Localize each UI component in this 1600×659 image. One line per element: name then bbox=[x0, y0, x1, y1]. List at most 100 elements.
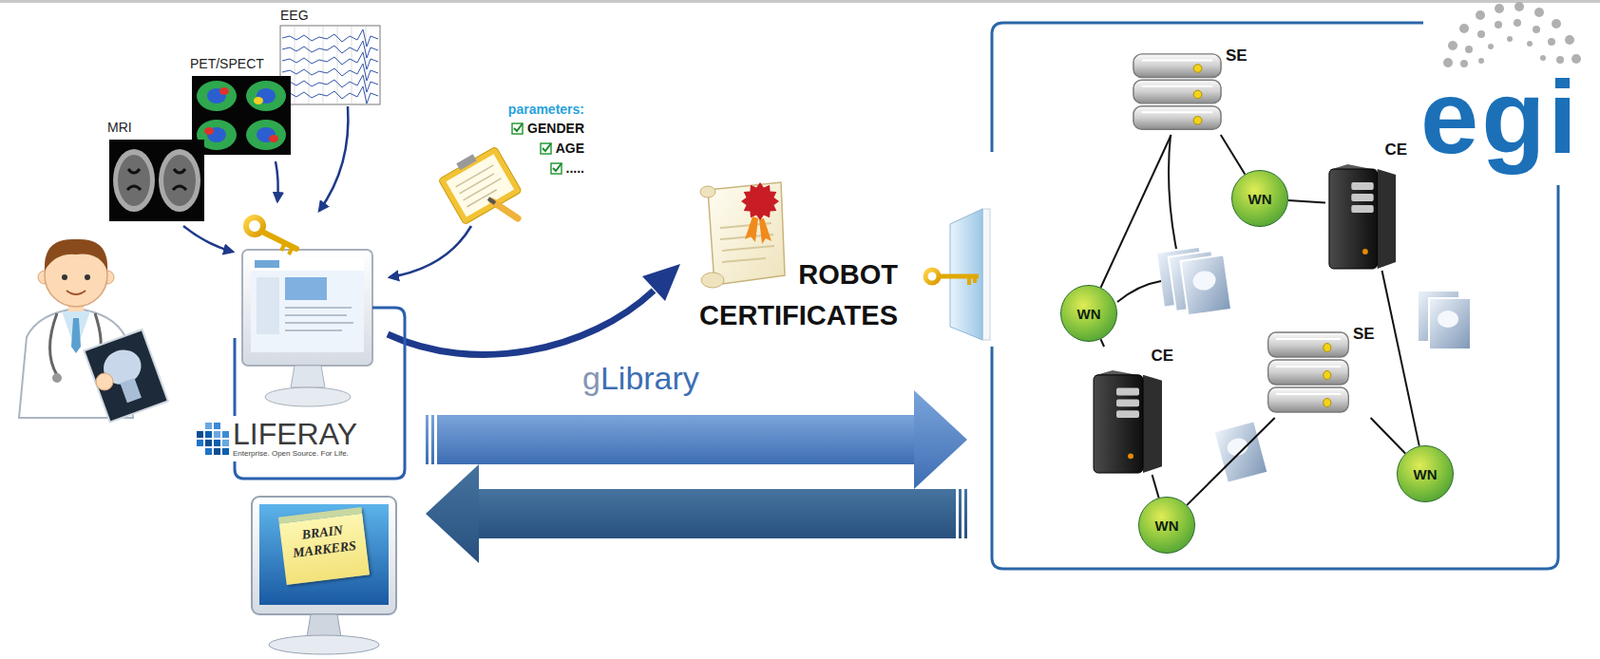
tower-icon bbox=[1325, 161, 1400, 271]
worker-node: WN bbox=[1231, 170, 1289, 228]
logo-square bbox=[213, 439, 221, 447]
certificate-scroll bbox=[700, 182, 785, 288]
drive-bay bbox=[1351, 205, 1373, 213]
status-light bbox=[1323, 399, 1332, 408]
connector-line bbox=[1220, 134, 1245, 174]
node-text: Enterprise. Open Source. For Life. bbox=[232, 449, 358, 459]
connector-line bbox=[1186, 418, 1275, 506]
monitor-neck bbox=[306, 614, 342, 638]
arrow-shaft bbox=[437, 415, 915, 465]
status-light bbox=[1193, 116, 1202, 125]
mri-scan bbox=[109, 139, 205, 222]
storage-element: SE bbox=[1130, 42, 1255, 135]
arrow-head bbox=[425, 464, 479, 564]
key-icon bbox=[246, 217, 297, 255]
checkbox-tick bbox=[552, 163, 562, 172]
grid-link bbox=[1382, 270, 1420, 447]
label-text: ROBOT CERTIFICATES bbox=[685, 254, 898, 337]
status-light bbox=[1323, 371, 1332, 381]
grid-link bbox=[1288, 200, 1326, 204]
server-icon bbox=[1265, 330, 1352, 417]
label-text: PET/SPECT bbox=[190, 56, 265, 72]
slab-edge bbox=[1276, 365, 1341, 368]
checkbox-frame bbox=[540, 143, 552, 154]
logo-square bbox=[213, 431, 221, 439]
connector-line bbox=[1101, 134, 1172, 288]
certificate-arrow bbox=[387, 290, 654, 355]
label-text: gLibrary bbox=[582, 359, 700, 398]
arrow-tail-bar bbox=[425, 415, 429, 465]
node-text: WN bbox=[1248, 190, 1273, 208]
monitor-base bbox=[268, 635, 380, 655]
liferay-logo: LIFERAYEnterprise. Open Source. For Life… bbox=[193, 416, 361, 462]
slab-edge bbox=[1276, 393, 1341, 396]
parameter-text: GENDER bbox=[527, 119, 585, 137]
status-light bbox=[1323, 343, 1332, 353]
portal-box: LIFERAYEnterprise. Open Source. For Life… bbox=[190, 305, 409, 483]
grid-wires bbox=[1117, 134, 1177, 303]
status-light bbox=[1193, 90, 1202, 99]
power-light bbox=[1362, 248, 1369, 255]
certificate-arrowhead bbox=[642, 264, 681, 302]
checkbox-icon bbox=[511, 122, 524, 135]
worker-node: WN bbox=[1396, 445, 1454, 503]
logo-square bbox=[213, 422, 221, 430]
key-icon bbox=[925, 269, 979, 286]
label-text: EEG bbox=[280, 7, 309, 23]
tower-side bbox=[1377, 169, 1397, 269]
logo-square bbox=[196, 431, 204, 439]
power-light bbox=[1127, 453, 1134, 459]
grid-link bbox=[1220, 134, 1245, 174]
slab-edge bbox=[1276, 338, 1341, 341]
liferay-squares bbox=[196, 422, 229, 456]
logo-square bbox=[222, 439, 229, 447]
checkbox-row: GENDER bbox=[475, 119, 585, 137]
parameter-text: AGE bbox=[555, 139, 585, 157]
label-text: parameters: bbox=[475, 100, 585, 118]
node-text: BRAIN MARKERS bbox=[283, 519, 363, 563]
block-arrow bbox=[425, 464, 968, 564]
logo-square bbox=[205, 431, 212, 439]
node-text: SE bbox=[1352, 324, 1375, 344]
slab-edge bbox=[1142, 111, 1213, 114]
block-arrow bbox=[425, 390, 968, 490]
server-slab bbox=[1133, 54, 1221, 78]
node-text: LIFERAY bbox=[232, 419, 358, 450]
logo-square bbox=[222, 448, 229, 456]
arrow-shaft bbox=[478, 489, 956, 539]
connector-line bbox=[1288, 200, 1326, 204]
storage-element: SE bbox=[1265, 321, 1382, 419]
grid-link bbox=[1186, 418, 1275, 506]
status-light bbox=[1193, 64, 1202, 74]
tower-front bbox=[1093, 375, 1143, 474]
pet-spect-scan bbox=[191, 76, 291, 155]
computing-element: CE bbox=[1089, 346, 1178, 476]
checkbox-row: AGE bbox=[475, 139, 585, 157]
parameter-text: ..... bbox=[566, 159, 585, 177]
drive-bay bbox=[1116, 399, 1140, 407]
slab-edge bbox=[1142, 85, 1213, 88]
eeg-plot bbox=[280, 25, 381, 105]
connector-line bbox=[1371, 418, 1406, 454]
tower-side bbox=[1142, 375, 1162, 474]
arrow-head bbox=[914, 390, 968, 490]
result-monitor: BRAIN MARKERS bbox=[249, 495, 400, 659]
logo-square bbox=[205, 448, 212, 456]
server-slab bbox=[1133, 79, 1221, 104]
logo-words: LIFERAYEnterprise. Open Source. For Life… bbox=[232, 419, 358, 459]
node-text: WN bbox=[1077, 305, 1102, 323]
computing-element: CE bbox=[1325, 140, 1411, 271]
node-text: SE bbox=[1225, 46, 1248, 66]
connector-line bbox=[1101, 339, 1105, 347]
logo-square bbox=[196, 439, 204, 447]
node-text: CE bbox=[1384, 140, 1408, 160]
clipboard-icon bbox=[436, 142, 523, 226]
drive-bay bbox=[1116, 388, 1140, 397]
data-arrows bbox=[183, 106, 472, 278]
drive-bay bbox=[1351, 193, 1373, 202]
checkbox-frame bbox=[512, 123, 523, 134]
logo-square bbox=[205, 422, 212, 430]
grid-link bbox=[1152, 475, 1160, 498]
monitor-bezel bbox=[251, 496, 397, 615]
